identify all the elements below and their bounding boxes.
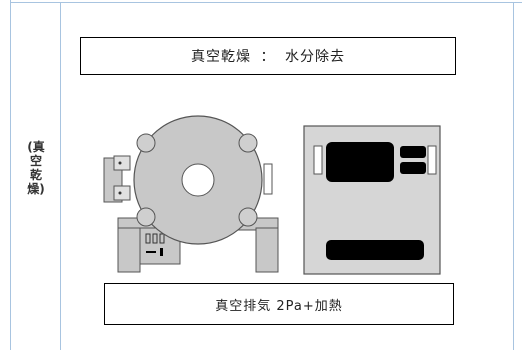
side-label-line: 燥) [27, 182, 45, 196]
switch-icon [152, 233, 158, 244]
hinge-bolt [118, 191, 122, 195]
side-label-vacuum-drying: (真 空 乾 燥) [22, 140, 50, 196]
chamber-bolt-icon [136, 207, 156, 227]
switch-icon [159, 233, 165, 244]
side-label-line: 空 [29, 154, 42, 168]
frame-right-border [513, 2, 514, 350]
status-indicator-upper [400, 146, 426, 158]
door-latch-handle [263, 163, 273, 195]
chamber-bolt-icon [238, 133, 258, 153]
frame-left-border [10, 0, 11, 350]
chamber-bolt-icon [136, 133, 156, 153]
side-label-line: 乾 [29, 168, 42, 182]
column-divider [60, 2, 61, 350]
indicator-mark [160, 248, 163, 256]
viewport-window [181, 163, 215, 197]
hinge-upper [113, 155, 131, 171]
side-label-line: (真 [27, 140, 45, 154]
frame-top-border [10, 2, 522, 3]
chamber-bolt-icon [238, 207, 258, 227]
process-condition-box: 真空排気 2Pa+加熱 [104, 283, 454, 325]
switch-icon [145, 233, 151, 244]
display-screen [326, 142, 394, 182]
cabinet-left-handle [313, 145, 323, 175]
stand-left-leg [117, 227, 141, 273]
control-panel-cabinet [303, 125, 441, 275]
cabinet-right-handle [427, 145, 437, 175]
process-title-box: 真空乾燥 ： 水分除去 [80, 37, 456, 75]
status-indicator-lower [400, 162, 426, 174]
hinge-lower [113, 185, 131, 201]
bottom-display [326, 240, 424, 260]
hinge-bolt [118, 161, 122, 165]
process-condition-text: 真空排気 2Pa+加熱 [215, 298, 343, 314]
stand-right-leg [255, 227, 279, 273]
process-title-text: 真空乾燥 ： 水分除去 [191, 49, 345, 65]
